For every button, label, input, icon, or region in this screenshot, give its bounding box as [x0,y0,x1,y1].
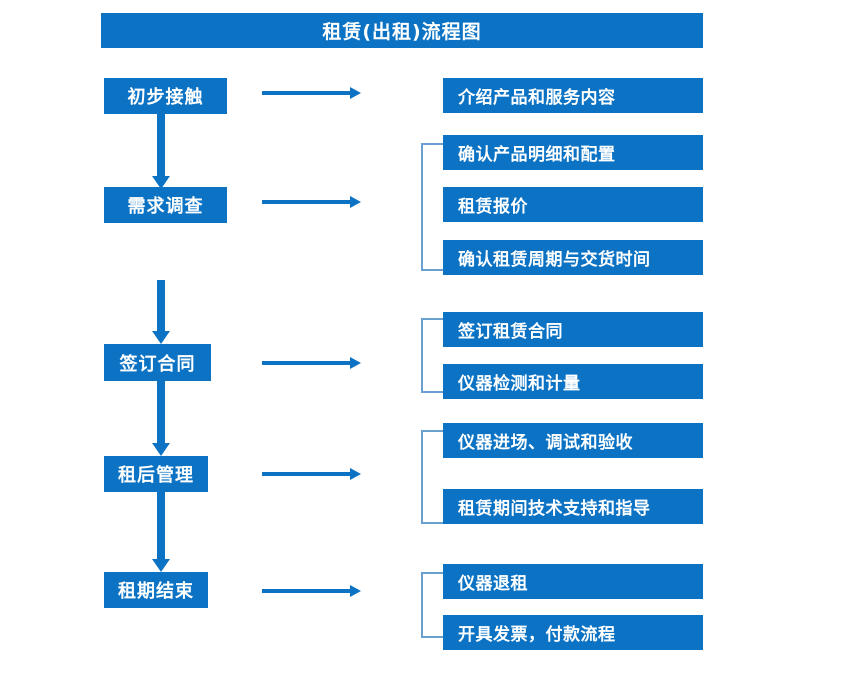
detail-box-2-1[interactable]: 确认产品明细和配置 [443,135,703,170]
detail-box-3-1[interactable]: 签订租赁合同 [443,312,703,347]
arrow-right-2 [262,196,361,208]
step-box-3[interactable]: 签订合同 [104,344,211,381]
arrow-right-4 [262,468,361,480]
detail-box-2-3[interactable]: 确认租赁周期与交货时间 [443,240,703,275]
arrow-down-3 [152,381,170,456]
arrow-down-2 [152,280,170,344]
detail-box-5-2[interactable]: 开具发票，付款流程 [443,615,703,650]
arrow-right-5 [262,585,361,597]
detail-box-2-2[interactable]: 租赁报价 [443,187,703,222]
group-bracket-3 [421,318,443,393]
arrow-down-1 [152,114,170,189]
detail-box-4-2[interactable]: 租赁期间技术支持和指导 [443,489,703,524]
group-bracket-4 [421,430,443,524]
detail-box-4-1[interactable]: 仪器进场、调试和验收 [443,423,703,458]
step-box-4[interactable]: 租后管理 [104,456,208,492]
group-bracket-2 [421,143,443,271]
step-box-5[interactable]: 租期结束 [104,572,208,608]
detail-box-1-1[interactable]: 介绍产品和服务内容 [443,78,703,113]
arrow-right-3 [262,357,361,369]
arrow-down-4 [152,492,170,572]
arrow-right-1 [262,87,361,99]
group-bracket-5 [421,572,443,638]
step-box-1[interactable]: 初步接触 [104,78,227,114]
flowchart-title: 租赁(出租)流程图 [101,13,703,48]
detail-box-3-2[interactable]: 仪器检测和计量 [443,364,703,399]
step-box-2[interactable]: 需求调查 [104,187,227,223]
detail-box-5-1[interactable]: 仪器退租 [443,564,703,599]
